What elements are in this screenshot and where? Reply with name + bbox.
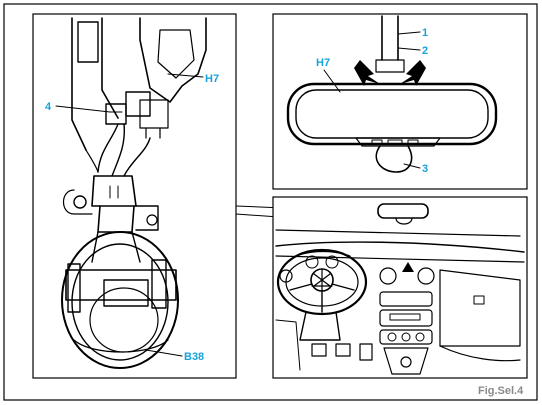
figure-caption: Fig.Sel.4 bbox=[478, 385, 524, 397]
leader-line-h7-right bbox=[323, 69, 341, 93]
leader-line-3 bbox=[403, 163, 421, 169]
push-arrow-right bbox=[400, 60, 426, 86]
leader-line-h7-left bbox=[167, 73, 204, 78]
callout-b38: B38 bbox=[184, 351, 204, 363]
push-arrow-left bbox=[354, 60, 380, 86]
callout-3: 3 bbox=[422, 163, 428, 175]
callout-h7-left: H7 bbox=[205, 73, 219, 85]
left-panel: H7 4 B38 bbox=[32, 13, 237, 379]
rear-view-mirror-drawing bbox=[286, 15, 498, 173]
top-right-panel-frame bbox=[272, 13, 528, 190]
top-right-panel: 1 2 3 H7 bbox=[272, 13, 528, 190]
bottom-right-panel bbox=[272, 196, 528, 379]
leader-line-1 bbox=[397, 31, 421, 35]
leader-line-b38 bbox=[145, 349, 183, 357]
sensor-assembly-drawing bbox=[61, 17, 207, 369]
callout-4: 4 bbox=[45, 101, 52, 113]
callout-2: 2 bbox=[422, 45, 428, 57]
leader-line-2 bbox=[397, 47, 421, 51]
leader-line-4 bbox=[55, 105, 111, 113]
dashboard-drawing bbox=[275, 203, 525, 375]
bottom-right-panel-frame bbox=[272, 196, 528, 379]
callout-1: 1 bbox=[422, 27, 428, 39]
callout-h7-right: H7 bbox=[316, 57, 330, 69]
